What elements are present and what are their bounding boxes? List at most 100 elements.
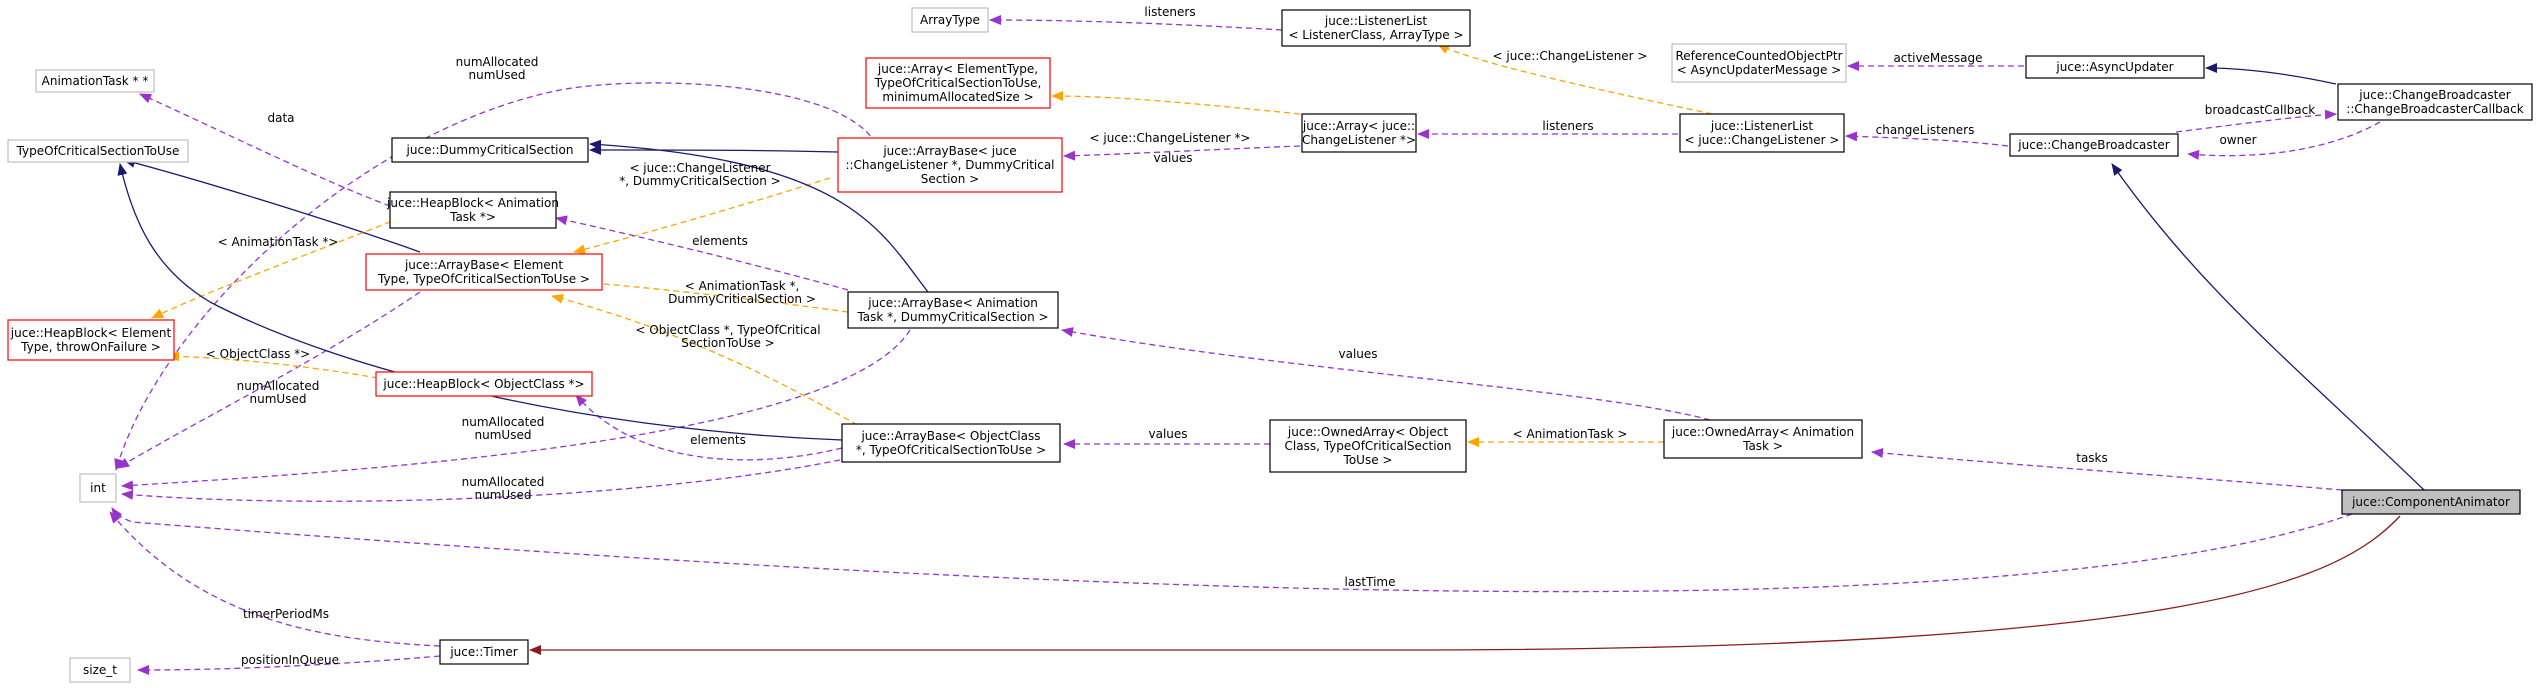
edge-label-tasks: tasks <box>2076 451 2108 465</box>
node-animationtask-ptr-ptr[interactable]: AnimationTask * * <box>35 69 155 93</box>
node-typeofcriticalsectiontouse[interactable]: TypeOfCriticalSectionToUse <box>7 139 189 163</box>
edge-label-line: < ObjectClass *> <box>206 347 310 361</box>
edge-label-line: numAllocated <box>237 379 320 393</box>
edge-label-elements-1: elements <box>692 234 748 248</box>
node-label-line: juce::OwnedArray< Object <box>1287 425 1448 439</box>
edge-label-line: numUsed <box>469 68 526 82</box>
edge-label-owner: owner <box>2219 133 2256 147</box>
edge-ownedarray-at-to-arraybase-at <box>1061 327 1711 421</box>
node-timer[interactable]: juce::Timer <box>439 639 529 665</box>
node-label-line: ArrayType <box>920 13 980 27</box>
edge-label-positioninqueue: positionInQueue <box>241 653 339 667</box>
edge-line <box>139 93 391 207</box>
node-label-line: minimumAllocatedSize > <box>882 90 1033 104</box>
edge-label-broadcastcallback: broadcastCallback <box>2205 103 2315 117</box>
edge-array-cl-to-arraybase-cl <box>1063 145 1301 161</box>
node-layer: ArrayType juce::ListenerList< ListenerCl… <box>7 7 2533 683</box>
edge-line <box>2111 163 2425 491</box>
node-referencecountedobjectptr[interactable]: ReferenceCountedObjectPtr< AsyncUpdaterM… <box>1671 43 1847 83</box>
node-ownedarray-animationtask[interactable]: juce::OwnedArray< AnimationTask > <box>1663 419 1863 459</box>
edge-label-line: < juce::ChangeListener <box>629 161 770 175</box>
node-label-line: juce::AsyncUpdater <box>2055 60 2173 74</box>
edge-label-listeners-1: listeners <box>1144 5 1195 19</box>
edge-label-elements-2: elements <box>690 433 746 447</box>
node-changebroadcaster[interactable]: juce::ChangeBroadcaster <box>2009 133 2179 157</box>
edge-line <box>989 15 1283 31</box>
edge-timer-to-int <box>109 511 441 647</box>
node-box <box>847 291 1059 329</box>
node-int[interactable]: int <box>79 473 117 503</box>
node-label-line: juce::OwnedArray< Animation <box>1671 425 1854 439</box>
node-label-line: ReferenceCountedObjectPtr <box>1675 49 1842 63</box>
edge-arraybase-oc-to-typeofcs <box>117 163 843 441</box>
node-heapblock-animationtask[interactable]: juce::HeapBlock< AnimationTask *> <box>386 191 559 229</box>
edge-line <box>121 329 911 491</box>
node-size-t[interactable]: size_t <box>69 657 131 683</box>
node-array-template[interactable]: juce::Array< ElementType,TypeOfCriticalS… <box>865 57 1051 109</box>
edge-label-tpl-changelistener-ptr: < juce::ChangeListener *> <box>1090 131 1251 145</box>
edge-label-listeners-2: listeners <box>1542 119 1593 133</box>
edge-arraybase-oc-to-heapblock-oc <box>575 394 843 461</box>
edge-componentanimator-to-timer <box>529 515 2401 655</box>
edge-label-line: positionInQueue <box>241 653 339 667</box>
edge-label-line: owner <box>2219 133 2256 147</box>
node-arraybase-changelistener[interactable]: juce::ArrayBase< juce::ChangeListener *,… <box>837 137 1063 193</box>
node-label-line: juce::Timer <box>449 645 517 659</box>
edge-label-line: *, DummyCriticalSection > <box>619 174 780 188</box>
node-box <box>865 57 1051 109</box>
node-dummycriticalsection[interactable]: juce::DummyCriticalSection <box>391 137 589 163</box>
edge-label-line: DummyCriticalSection > <box>668 292 816 306</box>
edge-line <box>109 511 441 647</box>
edge-label-changelisteners: changeListeners <box>1876 123 1975 137</box>
node-heapblock-objectclass[interactable]: juce::HeapBlock< ObjectClass *> <box>375 371 593 397</box>
edge-line <box>1051 91 1301 115</box>
node-array-changelistener[interactable]: juce::Array< juce::ChangeListener *> <box>1301 113 1417 153</box>
edge-listenerlist-cl-to-listenerlist-tpl <box>1437 43 1713 115</box>
node-arraytype[interactable]: ArrayType <box>911 7 989 33</box>
edge-changebroadcaster-to-asyncupdater <box>2205 63 2337 85</box>
node-label-line: AnimationTask * * <box>42 74 149 88</box>
edge-line <box>123 157 421 253</box>
node-arraybase-objectclass[interactable]: juce::ArrayBase< ObjectClass*, TypeOfCri… <box>841 423 1061 463</box>
edge-label-line: numAllocated <box>462 415 545 429</box>
edge-line <box>117 291 421 469</box>
node-asyncupdater[interactable]: juce::AsyncUpdater <box>2025 55 2205 79</box>
edge-line <box>1063 145 1301 161</box>
node-label-line: juce::ListenerList <box>1710 119 1814 133</box>
node-arraybase-animationtask[interactable]: juce::ArrayBase< AnimationTask *, DummyC… <box>847 291 1059 329</box>
node-listenerlist-template[interactable]: juce::ListenerList< ListenerClass, Array… <box>1281 9 1471 47</box>
node-arraybase-template[interactable]: juce::ArrayBase< ElementType, TypeOfCrit… <box>365 253 603 291</box>
node-componentanimator[interactable]: juce::ComponentAnimator <box>2341 489 2521 515</box>
node-changebroadcastercallback[interactable]: juce::ChangeBroadcaster::ChangeBroadcast… <box>2337 83 2533 121</box>
node-heapblock-template[interactable]: juce::HeapBlock< ElementType, throwOnFai… <box>7 319 175 361</box>
node-box <box>2337 83 2533 121</box>
node-label-line: ToUse > <box>1343 453 1393 467</box>
node-label-line: Task *, DummyCriticalSection > <box>856 310 1048 324</box>
edge-label-values-3: values <box>1338 347 1377 361</box>
node-listenerlist-changelistener[interactable]: juce::ListenerList< juce::ChangeListener… <box>1679 113 1845 153</box>
node-box <box>1663 419 1863 459</box>
edge-componentanimator-to-int <box>111 507 2353 593</box>
node-label-line: ::ChangeListener *, DummyCritical <box>845 158 1054 172</box>
edge-heapblock-oc-to-heapblock-tpl <box>167 351 379 379</box>
node-label-line: juce::ListenerList <box>1324 14 1428 28</box>
edge-label-line: < ObjectClass *, TypeOfCritical <box>635 323 820 337</box>
edge-arraybase-at-to-dummycs <box>589 139 929 293</box>
edge-label-tpl-changelistener: < juce::ChangeListener > <box>1493 49 1648 63</box>
edge-cbcallback-to-changebroadcaster <box>2187 121 2381 160</box>
edge-line <box>1437 43 1713 115</box>
edge-label-tpl-objectclass-ptr: < ObjectClass *> <box>206 347 310 361</box>
edge-label-line: < AnimationTask *, <box>685 279 800 293</box>
edge-listenerlist-tpl-to-arraytype <box>989 15 1283 31</box>
node-box <box>375 371 593 397</box>
node-label-line: < ListenerClass, ArrayType > <box>1288 28 1463 42</box>
node-ownedarray-template[interactable]: juce::OwnedArray< ObjectClass, TypeOfCri… <box>1269 419 1467 473</box>
edge-label-line: timerPeriodMs <box>243 607 329 621</box>
node-label-line: juce::ArrayBase< juce <box>882 144 1016 158</box>
edge-line <box>1845 131 2009 147</box>
edge-label-line: lastTime <box>1344 575 1395 589</box>
